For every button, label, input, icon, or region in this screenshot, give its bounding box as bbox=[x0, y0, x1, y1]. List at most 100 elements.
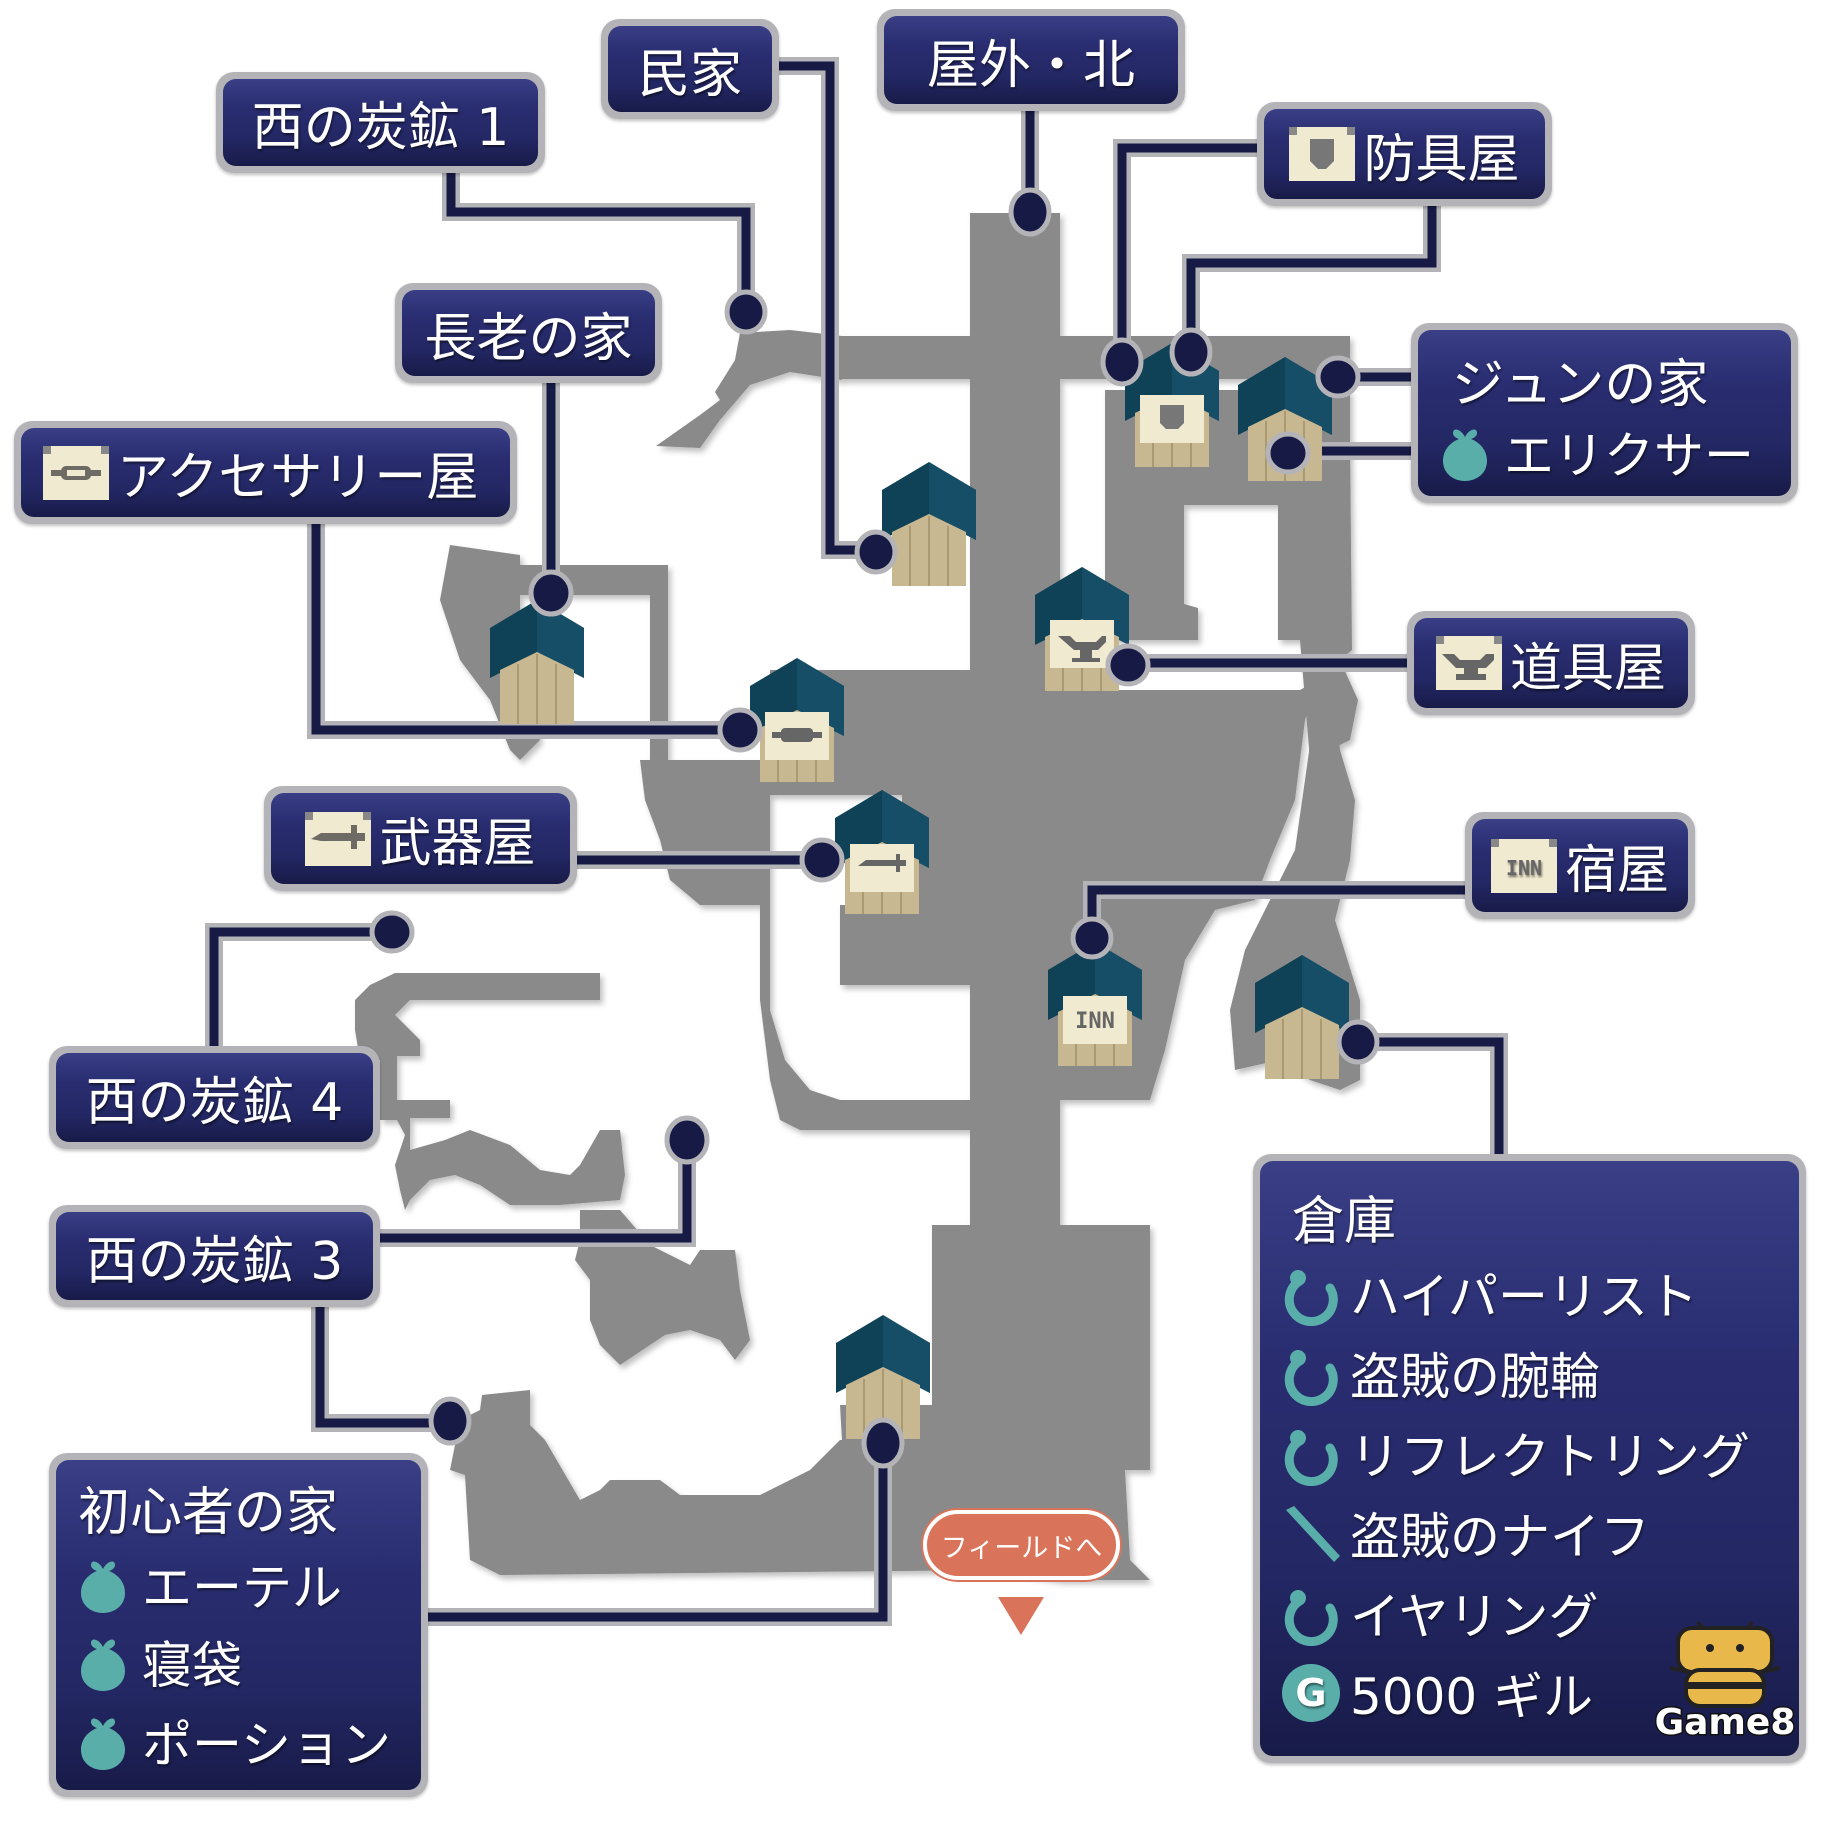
exit-arrow-icon bbox=[998, 1597, 1044, 1635]
label-west-mine-1-text: 西の炭鉱 1 bbox=[223, 79, 538, 166]
floor-mine-lower bbox=[575, 1210, 750, 1365]
list-item: 盗賊の腕輪 bbox=[1278, 1333, 1600, 1413]
sign-inn-on-house: INN bbox=[1063, 996, 1127, 1044]
label-accessory-shop-text: アクセサリー屋 bbox=[117, 448, 479, 508]
label-accessory-shop[interactable]: アクセサリー屋 bbox=[14, 421, 517, 524]
label-elder-house-text: 長老の家 bbox=[402, 290, 655, 376]
bag-icon bbox=[81, 1639, 125, 1692]
armor-icon bbox=[1289, 127, 1356, 181]
label-minka[interactable]: 民家 bbox=[601, 19, 779, 119]
label-weapon-shop-text: 武器屋 bbox=[379, 814, 536, 874]
label-west-mine-3[interactable]: 西の炭鉱 3 bbox=[49, 1205, 380, 1307]
dot-armor-2 bbox=[1169, 327, 1213, 377]
label-beginner-house[interactable]: 初心者の家 エーテル 寝袋 ポーション bbox=[49, 1453, 428, 1797]
svg-text:INN: INN bbox=[1506, 856, 1542, 880]
bag-icon bbox=[81, 1718, 125, 1770]
ring-icon bbox=[1284, 1430, 1338, 1486]
item-name: 寝袋 bbox=[142, 1637, 242, 1696]
jun-house-title: ジュンの家 bbox=[1452, 355, 1709, 415]
label-west-mine-1[interactable]: 西の炭鉱 1 bbox=[216, 72, 545, 173]
bee-mascot-icon bbox=[1669, 1620, 1781, 1708]
logo-text: Game8 bbox=[1655, 1702, 1796, 1740]
item-name: ハイパーリスト bbox=[1350, 1268, 1698, 1326]
dot-inn bbox=[1070, 916, 1114, 960]
house-minka bbox=[881, 461, 977, 587]
game8-logo: Game8 bbox=[1653, 1620, 1797, 1740]
dot-accessory bbox=[717, 707, 763, 753]
dot-item-shop bbox=[1105, 643, 1151, 687]
sign-weapon-on-house bbox=[850, 844, 914, 892]
dot-west-mine-4 bbox=[369, 910, 415, 954]
accessory-icon bbox=[43, 445, 109, 500]
ring-icon bbox=[1284, 1350, 1338, 1406]
label-armor-shop-text: 防具屋 bbox=[1363, 129, 1520, 190]
list-item: エリクサー bbox=[1432, 417, 1754, 487]
dot-west-mine-3 bbox=[664, 1115, 710, 1165]
dot-armor-1 bbox=[1100, 337, 1144, 387]
label-item-shop[interactable]: 道具屋 bbox=[1407, 611, 1695, 715]
exit-to-field-label[interactable]: フィールドへ bbox=[923, 1510, 1120, 1580]
item-name: エリクサー bbox=[1504, 427, 1754, 485]
list-item: エーテル bbox=[70, 1545, 342, 1623]
label-minka-text: 民家 bbox=[608, 26, 772, 112]
floor-central-plaza bbox=[770, 640, 1318, 1100]
dot-elixir bbox=[1265, 431, 1311, 475]
label-weapon-shop[interactable]: 武器屋 bbox=[264, 786, 577, 891]
list-item: イヤリング bbox=[1278, 1573, 1599, 1653]
houses: INN bbox=[489, 342, 1350, 1440]
list-item: 盗賊のナイフ bbox=[1278, 1493, 1650, 1573]
floor-south-main bbox=[450, 1225, 1150, 1580]
label-inn[interactable]: INN 宿屋 bbox=[1465, 812, 1695, 919]
list-item: G 5000 ギル bbox=[1278, 1653, 1593, 1733]
floor-west-elder bbox=[440, 545, 668, 760]
item-name: エーテル bbox=[142, 1559, 342, 1618]
label-west-mine-4-text: 西の炭鉱 4 bbox=[56, 1053, 373, 1142]
lamp-icon bbox=[1435, 636, 1502, 690]
dot-jun-house bbox=[1315, 355, 1361, 399]
item-name: 盗賊のナイフ bbox=[1350, 1508, 1650, 1566]
label-item-shop-text: 道具屋 bbox=[1509, 638, 1666, 699]
item-name: ポーション bbox=[142, 1715, 391, 1774]
connector-dots bbox=[369, 187, 1380, 1469]
item-name: 盗賊の腕輪 bbox=[1350, 1348, 1600, 1406]
label-armor-shop[interactable]: 防具屋 bbox=[1257, 102, 1552, 206]
dot-beginner bbox=[861, 1417, 905, 1469]
sign-armor-on-house bbox=[1140, 395, 1204, 443]
ring-icon bbox=[1284, 1270, 1338, 1326]
list-item: リフレクトリング bbox=[1278, 1413, 1750, 1493]
dot-outside-north bbox=[1008, 187, 1052, 237]
item-name: イヤリング bbox=[1350, 1588, 1599, 1646]
label-west-mine-4[interactable]: 西の炭鉱 4 bbox=[49, 1046, 380, 1149]
label-jun-house[interactable]: ジュンの家 エリクサー bbox=[1411, 323, 1798, 503]
beginner-house-title: 初心者の家 bbox=[78, 1483, 339, 1543]
dot-west-mine-3-south bbox=[428, 1396, 472, 1446]
item-name: 5000 ギル bbox=[1350, 1668, 1594, 1726]
ring-icon bbox=[1284, 1590, 1338, 1646]
dot-weapon bbox=[799, 837, 845, 883]
list-item: ポーション bbox=[70, 1702, 391, 1780]
knife-icon bbox=[1286, 1506, 1340, 1562]
bag-icon bbox=[1443, 429, 1487, 481]
label-outside-north[interactable]: 屋外・北 bbox=[877, 9, 1185, 111]
item-name: リフレクトリング bbox=[1350, 1428, 1750, 1486]
bag-icon bbox=[81, 1561, 125, 1614]
floor-nw-piece bbox=[656, 330, 842, 448]
floor-mine-upper bbox=[355, 973, 625, 1210]
warehouse-title: 倉庫 bbox=[1292, 1191, 1397, 1252]
svg-text:G: G bbox=[1295, 1671, 1326, 1715]
dot-west-mine-1 bbox=[724, 289, 768, 335]
sword-icon bbox=[305, 811, 372, 866]
label-inn-text: 宿屋 bbox=[1564, 841, 1669, 901]
list-item: 寝袋 bbox=[70, 1623, 242, 1701]
sign-accessory-on-house bbox=[765, 712, 829, 760]
floor-east-block bbox=[1105, 440, 1358, 760]
label-west-mine-3-text: 西の炭鉱 3 bbox=[56, 1212, 373, 1300]
list-item: ハイパーリスト bbox=[1278, 1253, 1698, 1333]
gil-icon: G bbox=[1282, 1664, 1340, 1722]
dot-elder bbox=[528, 569, 574, 617]
inn-sign-text: INN bbox=[1075, 1009, 1115, 1034]
dot-warehouse bbox=[1336, 1019, 1380, 1065]
label-outside-north-text: 屋外・北 bbox=[884, 16, 1178, 104]
label-elder-house[interactable]: 長老の家 bbox=[395, 283, 662, 383]
